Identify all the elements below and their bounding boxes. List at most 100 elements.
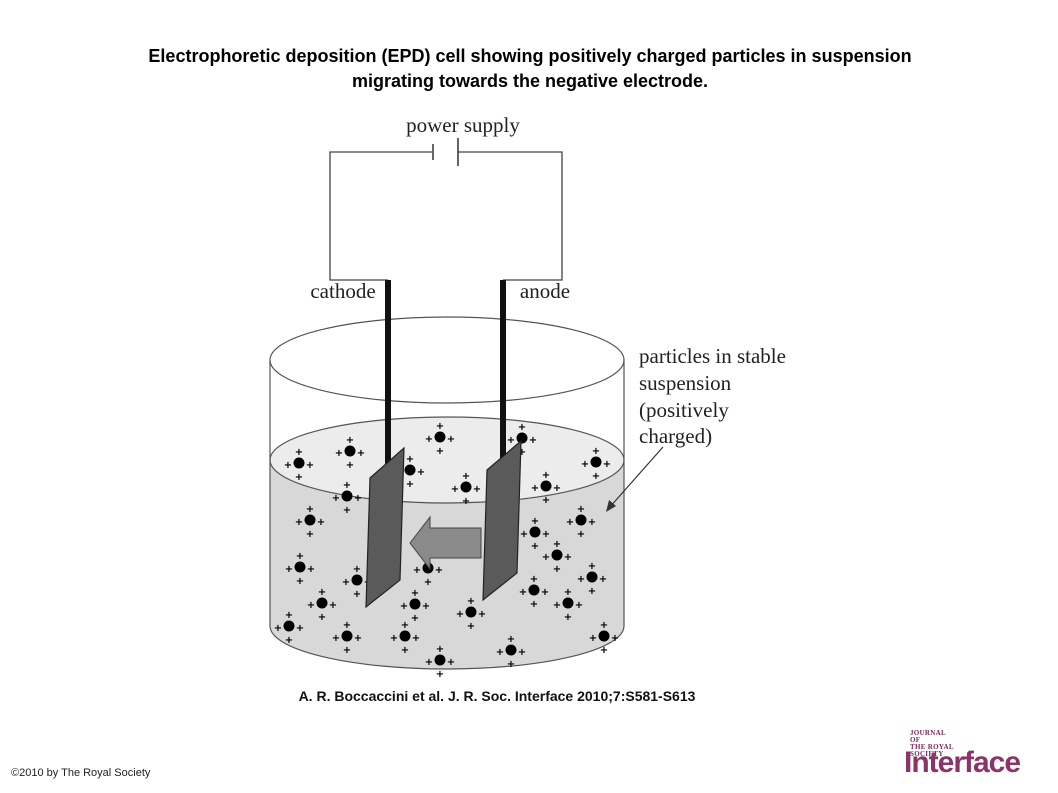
charge-sign: + — [332, 633, 340, 644]
charged-particle: ++++ — [451, 471, 481, 507]
charged-particle: ++++ — [507, 422, 537, 458]
charge-sign: + — [417, 467, 425, 478]
charge-sign: + — [346, 435, 354, 446]
charge-sign: + — [462, 471, 470, 482]
charge-sign: + — [346, 460, 354, 471]
label-pointer-head — [606, 500, 616, 512]
charge-sign: + — [354, 493, 362, 504]
cathode-rod — [385, 280, 391, 492]
particles-label-line-1: particles in stable — [639, 344, 786, 368]
charge-sign: + — [566, 517, 574, 528]
particles-label-line-4: charged) — [639, 424, 712, 448]
charge-sign: + — [564, 587, 572, 598]
charge-sign: + — [307, 600, 315, 611]
charge-sign: + — [447, 434, 455, 445]
charged-particle: ++++ — [456, 596, 486, 632]
charge-sign: + — [530, 599, 538, 610]
logo-top-text: JOURNAL OF THE ROYAL SOCIETY — [910, 729, 954, 758]
charge-sign: + — [518, 647, 526, 658]
charge-sign: + — [564, 612, 572, 623]
charge-sign: + — [531, 483, 539, 494]
charged-particle: ++++ — [335, 435, 365, 471]
charge-sign: + — [306, 529, 314, 540]
charge-sign: + — [422, 601, 430, 612]
logo-main-text: Interface — [904, 746, 1021, 779]
charge-sign: + — [353, 589, 361, 600]
copyright-notice: ©2010 by The Royal Society — [11, 767, 151, 779]
charge-sign: + — [411, 588, 419, 599]
charge-sign: + — [318, 587, 326, 598]
charge-sign: + — [401, 645, 409, 656]
charge-sign: + — [553, 539, 561, 550]
particle-group: ++++++++++++++++++++++++++++++++++++++++… — [274, 421, 619, 680]
charge-sign: + — [473, 484, 481, 495]
charge-sign: + — [435, 565, 443, 576]
charge-sign: + — [496, 647, 504, 658]
charge-sign: + — [589, 633, 597, 644]
charge-sign: + — [553, 564, 561, 575]
charged-particle: ++++ — [542, 539, 572, 575]
charged-particle: ++++ — [284, 447, 314, 483]
charge-sign: + — [553, 483, 561, 494]
charge-sign: + — [317, 517, 325, 528]
charge-sign: + — [306, 504, 314, 515]
beaker-rim — [269, 316, 625, 404]
anode-rod — [500, 280, 506, 470]
charge-sign: + — [564, 552, 572, 563]
title-line-1: Electrophoretic deposition (EPD) cell sh… — [148, 46, 912, 66]
charge-sign: + — [436, 446, 444, 457]
charged-particle: ++++ — [566, 504, 596, 540]
charge-sign: + — [581, 459, 589, 470]
charge-sign: + — [436, 644, 444, 655]
charge-sign: + — [295, 472, 303, 483]
charge-sign: + — [424, 577, 432, 588]
beaker-bottom — [269, 625, 625, 670]
charge-sign: + — [542, 529, 550, 540]
charge-sign: + — [295, 447, 303, 458]
charged-particle: ++++ — [307, 587, 337, 623]
charge-sign: + — [447, 657, 455, 668]
charged-particle: ++++ — [295, 504, 325, 540]
charge-sign: + — [285, 635, 293, 646]
charge-sign: + — [592, 446, 600, 457]
charge-sign: + — [343, 480, 351, 491]
charge-sign: + — [462, 496, 470, 507]
charge-sign: + — [467, 621, 475, 632]
charge-sign: + — [456, 609, 464, 620]
label-pointer-line — [608, 446, 664, 509]
charge-sign: + — [507, 634, 515, 645]
charged-particle: ++++ — [581, 446, 611, 482]
charge-sign: + — [599, 574, 607, 585]
charge-sign: + — [577, 504, 585, 515]
battery-symbol — [432, 138, 459, 166]
charge-sign: + — [406, 454, 414, 465]
charge-sign: + — [284, 460, 292, 471]
charged-particle: ++++ — [425, 421, 455, 457]
particles-label-line-2: suspension — [639, 371, 732, 395]
charge-sign: + — [306, 460, 314, 471]
charge-sign: + — [342, 577, 350, 588]
title-line-2: migrating towards the negative electrode… — [351, 71, 709, 91]
particles-label: particles in stable suspension (positive… — [639, 344, 791, 448]
charge-sign: + — [600, 620, 608, 631]
charged-particle: ++++ — [274, 610, 304, 646]
charge-sign: + — [274, 623, 282, 634]
charge-sign: + — [436, 421, 444, 432]
charge-sign: + — [335, 448, 343, 459]
charged-particle: ++++ — [400, 588, 430, 624]
charge-sign: + — [588, 517, 596, 528]
charge-sign: + — [507, 435, 515, 446]
charge-sign: + — [553, 600, 561, 611]
charge-sign: + — [343, 505, 351, 516]
power-supply-label: power supply — [406, 113, 520, 137]
charge-sign: + — [577, 574, 585, 585]
charge-sign: + — [577, 529, 585, 540]
charge-sign: + — [354, 633, 362, 644]
charge-sign: + — [603, 459, 611, 470]
charge-sign: + — [518, 422, 526, 433]
charge-sign: + — [400, 601, 408, 612]
particles-label-line-3: (positively — [639, 398, 729, 422]
charge-sign: + — [507, 659, 515, 670]
charge-sign: + — [467, 596, 475, 607]
anode-plate — [482, 439, 522, 602]
